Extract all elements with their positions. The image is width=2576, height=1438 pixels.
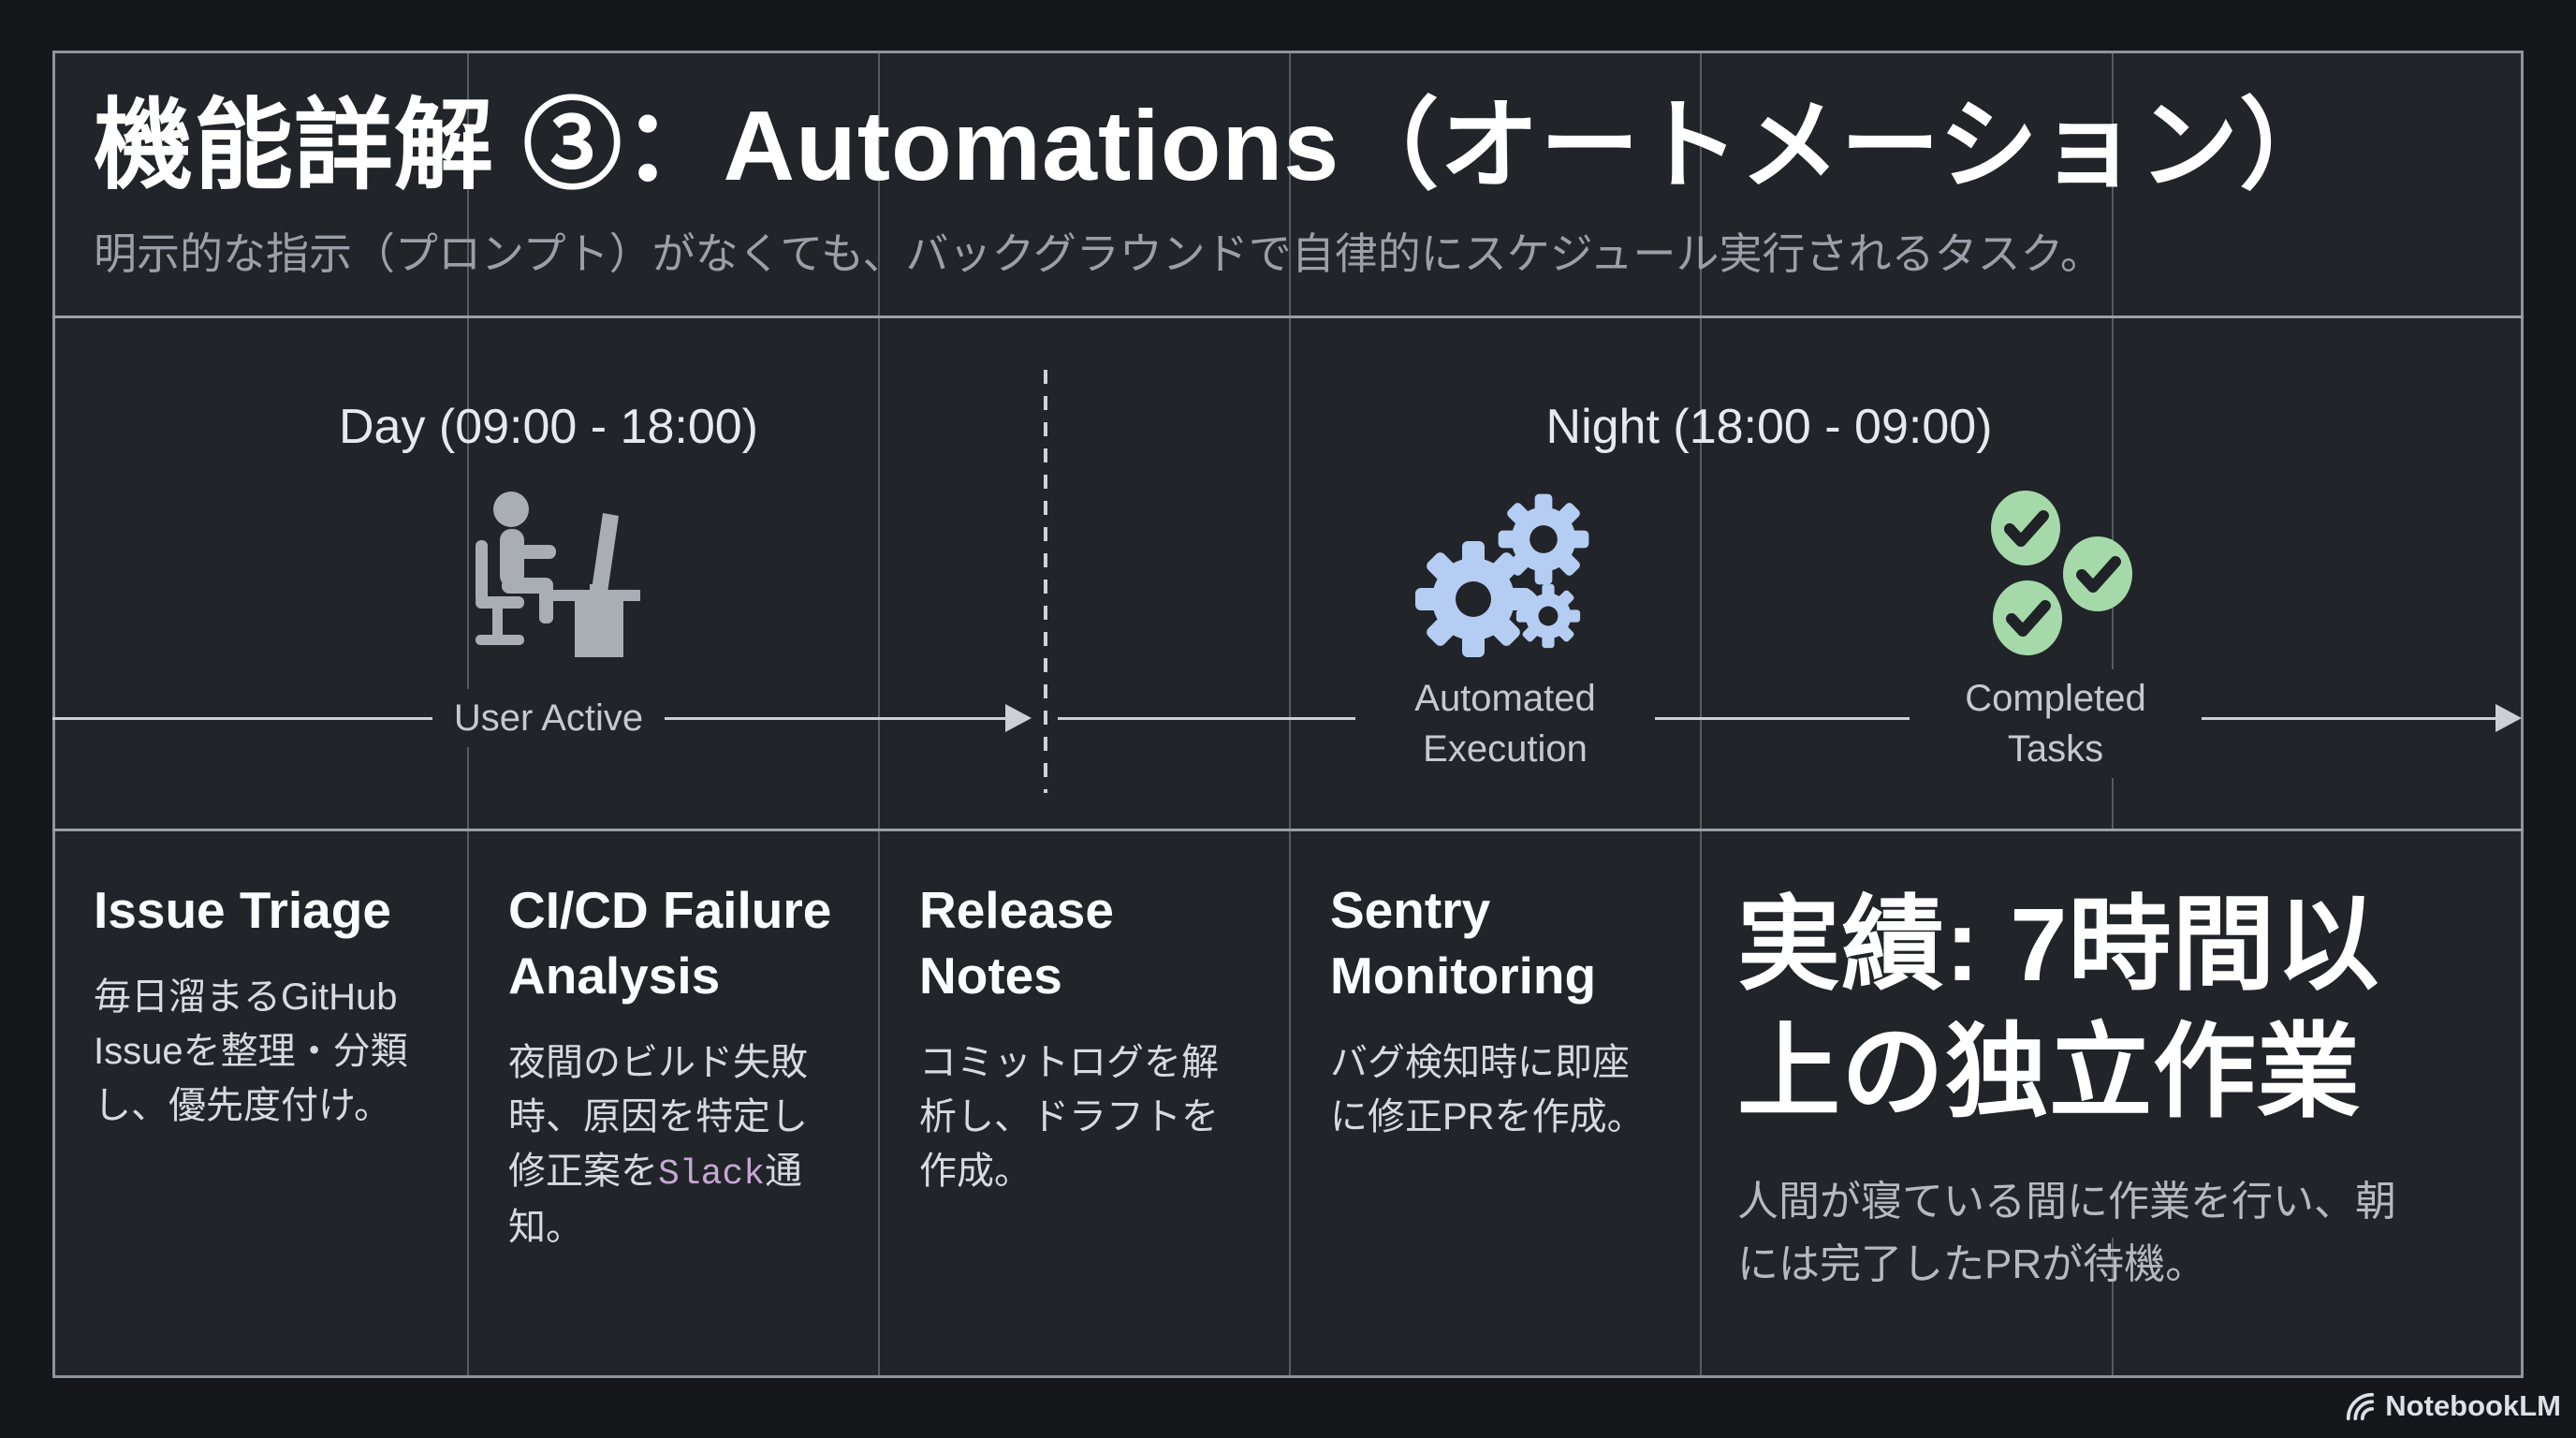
arrow-right-icon (2496, 704, 2522, 732)
card-title: Sentry Monitoring (1330, 881, 1597, 1005)
stage-label-completed-tasks: Completed Tasks (1946, 669, 2165, 778)
person-at-desk-icon (462, 489, 642, 664)
night-zone-label: Night (18:00 - 09:00) (1545, 400, 1993, 454)
card-body: 夜間のビルド失敗 時、原因を特定し 修正案をSlack通 知。 (508, 1035, 844, 1255)
grid-column-line (1289, 53, 1291, 1375)
card-body-text: 夜間のビルド失敗 時、原因を特定し 修正案を (508, 1041, 808, 1192)
gears-icon (1415, 485, 1599, 669)
day-zone-label: Day (09:00 - 18:00) (338, 400, 759, 454)
highlight-body: 人間が寝ている間に作業を行い、朝 には完了したPRが待機。 (1737, 1178, 2396, 1287)
notebooklm-swirl-icon (2344, 1390, 2376, 1422)
grid-row-line (52, 315, 2524, 318)
card-body: 毎日溜まるGitHub Issueを整理・分類 し、優先度付け。 (94, 976, 408, 1126)
grid-column-line (2112, 53, 2114, 829)
card-title: Issue Triage (94, 881, 391, 939)
card-title: CI/CD Failure Analysis (508, 881, 832, 1005)
footer-brand: NotebookLM (2344, 1389, 2561, 1423)
day-night-divider-dashed-line (1044, 370, 1047, 793)
card-sentry-monitoring: Sentry Monitoring バグ検知時に即座 に修正PRを作成。 (1289, 829, 1700, 1375)
page-title: 機能詳解 ③：Automations（オートメーション） (94, 91, 2340, 201)
grid-column-line (1700, 53, 1702, 1375)
highlight-result-cell: 実績: 7時間以 上の独立作業 人間が寝ている間に作業を行い、朝 には完了したP… (1700, 829, 2524, 1375)
card-body: バグ検知時に即座 に修正PRを作成。 (1330, 1041, 1645, 1137)
grid-row-line (52, 829, 2524, 831)
stage-label-user-active: User Active (434, 689, 663, 747)
card-cicd-failure-analysis: CI/CD Failure Analysis 夜間のビルド失敗 時、原因を特定し… (467, 829, 878, 1375)
timeline-segment (1655, 717, 1910, 720)
grid-column-line (2112, 1238, 2114, 1375)
slack-code-text: Slack (658, 1153, 766, 1195)
highlight-title: 実績: 7時間以 上の独立作業 (1737, 888, 2380, 1131)
card-issue-triage: Issue Triage 毎日溜まるGitHub Issueを整理・分類 し、優… (52, 829, 467, 1375)
card-title: Release Notes (919, 881, 1114, 1005)
timeline-segment (52, 717, 432, 720)
card-body-text: 通 知。 (508, 1150, 803, 1248)
timeline-segment (665, 717, 1005, 720)
stage-label-automated-execution: Automated Execution (1396, 669, 1615, 778)
footer-brand-label: NotebookLM (2385, 1389, 2561, 1422)
page-subtitle: 明示的な指示（プロンプト）がなくても、バックグラウンドで自律的にスケジュール実行… (94, 228, 2103, 278)
arrow-right-icon (1005, 704, 1032, 732)
card-release-notes: Release Notes コミットログを解 析し、ドラフトを 作成。 (878, 829, 1289, 1375)
header: 機能詳解 ③：Automations（オートメーション） 明示的な指示（プロンプ… (94, 90, 2434, 283)
card-body: コミットログを解 析し、ドラフトを 作成。 (919, 1041, 1219, 1192)
grid-column-line (878, 53, 880, 1375)
timeline-segment (1058, 717, 1355, 720)
timeline-segment (2202, 717, 2496, 720)
check-circles-icon (1971, 485, 2138, 669)
